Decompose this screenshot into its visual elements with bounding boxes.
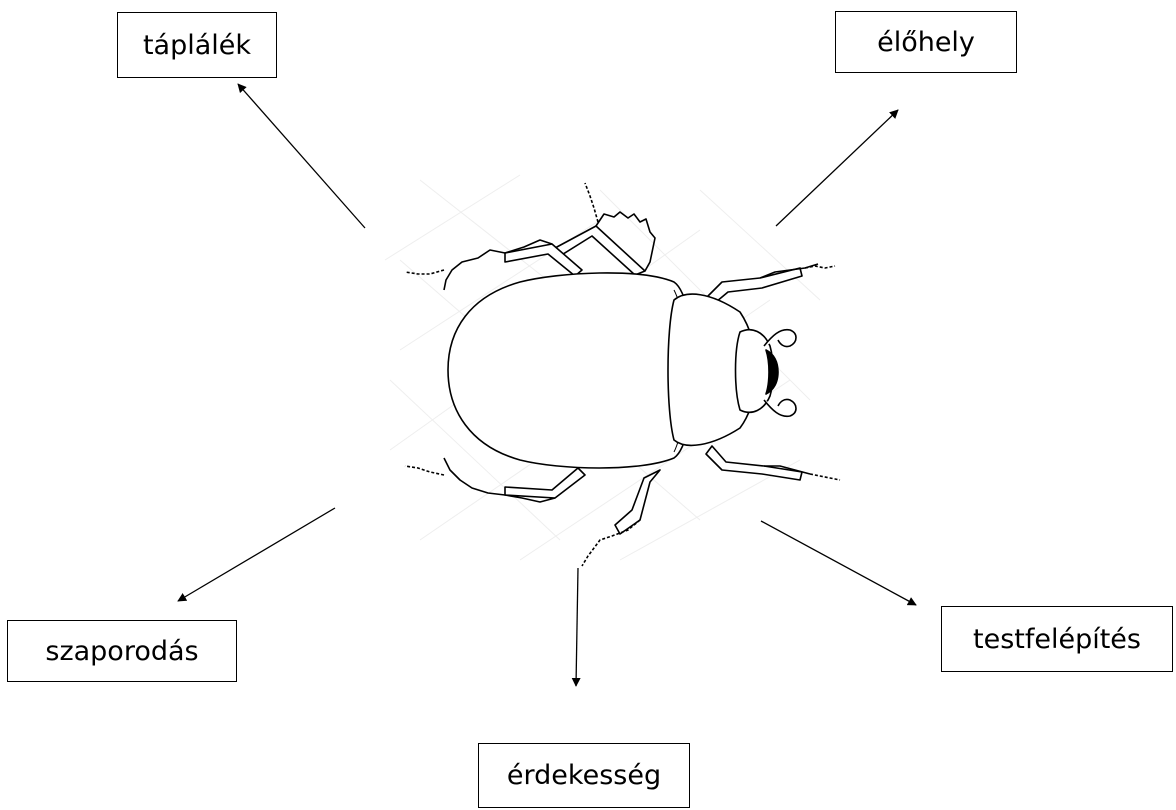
beetle-head (734, 328, 774, 414)
arrow-testfelepites (760, 520, 917, 606)
label-elohely: élőhely (835, 11, 1017, 73)
beetle-antenna (763, 328, 797, 348)
beetle-pronotum (667, 293, 757, 447)
beetle-illustration (404, 182, 841, 567)
arrow-szaporodas (177, 507, 336, 602)
label-szaporodas: szaporodás (7, 620, 237, 682)
arrow-elohely (775, 109, 899, 227)
arrow-erdekesseg (571, 567, 581, 687)
label-taplalek: táplálék (117, 12, 277, 78)
beetle-elytra (447, 272, 695, 469)
label-erdekesseg: érdekesség (478, 743, 690, 808)
label-erdekesseg-text: érdekesség (506, 760, 662, 791)
beetle-leg (707, 263, 836, 303)
label-elohely-text: élőhely (877, 26, 975, 58)
beetle-leg (581, 469, 661, 567)
label-testfelepites-text: testfelépítés (973, 623, 1141, 655)
beetle-antenna (763, 398, 797, 418)
arrow-taplalek (237, 83, 366, 229)
label-testfelepites: testfelépítés (941, 606, 1173, 672)
label-taplalek-text: táplálék (142, 29, 252, 61)
label-szaporodas-text: szaporodás (45, 635, 199, 667)
beetle-mandibles (765, 349, 779, 395)
beetle-leg (705, 445, 841, 481)
arrows (177, 83, 917, 687)
